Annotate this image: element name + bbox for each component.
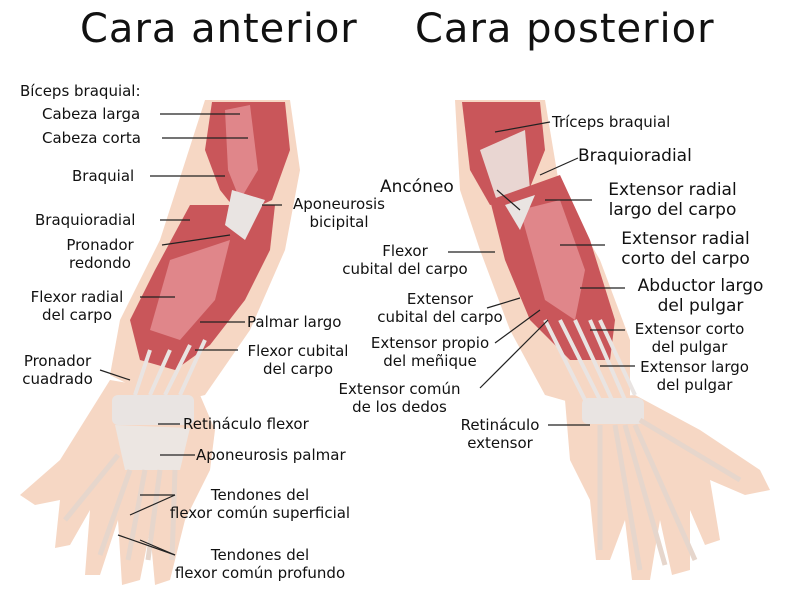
label-extensor-radial-corto: Extensor radial corto del carpo <box>598 229 773 269</box>
label-anconeo: Ancóneo <box>380 177 454 197</box>
label-ext-radial-corto-line2: corto del carpo <box>621 249 750 269</box>
retinaculo-flexor-band <box>112 395 194 425</box>
label-extensor-cubital-carpo: Extensor cubital del carpo <box>365 290 515 326</box>
label-extensor-comun-dedos: Extensor común de los dedos <box>322 380 477 416</box>
label-aponeurosis-palmar: Aponeurosis palmar <box>196 446 346 464</box>
label-pronador-cuadrado-line2: cuadrado <box>22 370 93 388</box>
anterior-tendons <box>133 339 207 396</box>
label-pronador-redondo-line2: redondo <box>69 254 131 272</box>
label-flexor-radial-line1: Flexor radial <box>30 288 124 306</box>
label-flexor-cubital-post-line1: Flexor <box>382 242 428 260</box>
label-retinaculo-ext-line1: Retináculo <box>460 416 540 434</box>
posterior-arm <box>455 100 770 580</box>
label-braquial: Braquial <box>72 167 135 185</box>
label-braquioradial-posterior: Braquioradial <box>578 146 692 166</box>
anterior-arm <box>20 100 300 585</box>
label-extensor-propio-menique: Extensor propio del meñique <box>360 334 500 370</box>
posterior-tendons <box>543 319 637 401</box>
label-pronador-redondo: Pronador redondo <box>40 236 160 272</box>
aponeurosis-palmar-shape <box>115 425 190 470</box>
label-abductor-largo-pulgar: Abductor largo del pulgar <box>618 276 783 316</box>
biceps-highlight <box>225 105 258 200</box>
label-extensor-largo-pulgar: Extensor largo del pulgar <box>632 358 757 394</box>
label-ext-radial-corto-line1: Extensor radial <box>621 229 750 249</box>
label-ext-largo-line2: del pulgar <box>656 376 733 394</box>
label-ext-corto-line2: del pulgar <box>651 338 728 356</box>
forearm-muscle-light <box>150 240 230 340</box>
label-pronador-redondo-line1: Pronador <box>66 236 134 254</box>
label-extensor-corto-pulgar: Extensor corto del pulgar <box>622 320 757 356</box>
label-cabeza-larga: Cabeza larga <box>42 105 141 123</box>
label-tendones-prof-line1: Tendones del <box>210 546 310 564</box>
label-aponeurosis-bicipital: Aponeurosis bicipital <box>284 195 394 231</box>
title-cara-posterior: Cara posterior <box>415 6 715 52</box>
label-retinaculo-flexor: Retináculo flexor <box>183 415 309 433</box>
label-palmar-largo: Palmar largo <box>247 313 342 331</box>
label-ext-propio-line2: del meñique <box>383 352 477 370</box>
label-ext-cubital-line1: Extensor <box>406 290 474 308</box>
label-aponeurosis-bicipital-line1: Aponeurosis <box>292 195 385 213</box>
label-ext-largo-line1: Extensor largo <box>640 358 749 376</box>
label-pronador-cuadrado: Pronador cuadrado <box>10 352 105 388</box>
posterior-finger-tendons <box>597 417 742 571</box>
label-pronador-cuadrado-line1: Pronador <box>23 352 92 370</box>
posterior-forearm-light <box>520 200 585 320</box>
label-retinaculo-extensor: Retináculo extensor <box>450 416 550 452</box>
label-ext-radial-largo-line1: Extensor radial <box>608 180 737 200</box>
label-extensor-radial-largo: Extensor radial largo del carpo <box>585 180 760 220</box>
label-ext-comun-line2: de los dedos <box>352 398 447 416</box>
label-flexor-cubital-post-line2: cubital del carpo <box>342 260 468 278</box>
label-tendones-flexor-superficial: Tendones del flexor común superficial <box>160 486 360 522</box>
label-tendones-flexor-profundo: Tendones del flexor común profundo <box>160 546 360 582</box>
label-flexor-cubital-line1: Flexor cubital <box>247 342 349 360</box>
label-flexor-radial-carpo: Flexor radial del carpo <box>14 288 140 324</box>
label-cabeza-corta: Cabeza corta <box>42 129 141 147</box>
label-ext-cubital-line2: cubital del carpo <box>377 308 503 326</box>
label-flexor-cubital-line2: del carpo <box>263 360 333 378</box>
label-ext-propio-line1: Extensor propio <box>370 334 490 352</box>
label-aponeurosis-bicipital-line2: bicipital <box>309 213 369 231</box>
label-abductor-line1: Abductor largo <box>637 276 764 296</box>
label-biceps-heading: Bíceps braquial: <box>20 82 141 100</box>
title-cara-anterior: Cara anterior <box>80 6 358 52</box>
label-tendones-sup-line2: flexor común superficial <box>169 504 351 522</box>
label-abductor-line2: del pulgar <box>657 296 744 316</box>
aponeurosis-bicipital-shape <box>225 190 265 240</box>
label-flexor-radial-line2: del carpo <box>42 306 112 324</box>
label-tendones-prof-line2: flexor común profundo <box>174 564 346 582</box>
retinaculo-extensor-band <box>582 398 644 424</box>
label-flexor-cubital-carpo-posterior: Flexor cubital del carpo <box>330 242 480 278</box>
finger-tendons <box>63 453 178 561</box>
posterior-leaders <box>448 121 635 426</box>
anterior-leaders <box>99 113 282 556</box>
label-flexor-cubital-carpo-anterior: Flexor cubital del carpo <box>238 342 358 378</box>
triceps-tendon <box>480 130 530 210</box>
label-ext-corto-line1: Extensor corto <box>634 320 745 338</box>
label-ext-radial-largo-line2: largo del carpo <box>608 200 737 220</box>
label-braquioradial-anterior: Braquioradial <box>35 211 136 229</box>
label-retinaculo-ext-line2: extensor <box>467 434 533 452</box>
label-tendones-sup-line1: Tendones del <box>210 486 310 504</box>
label-ext-comun-line1: Extensor común <box>338 380 461 398</box>
label-triceps-braquial: Tríceps braquial <box>552 113 671 131</box>
